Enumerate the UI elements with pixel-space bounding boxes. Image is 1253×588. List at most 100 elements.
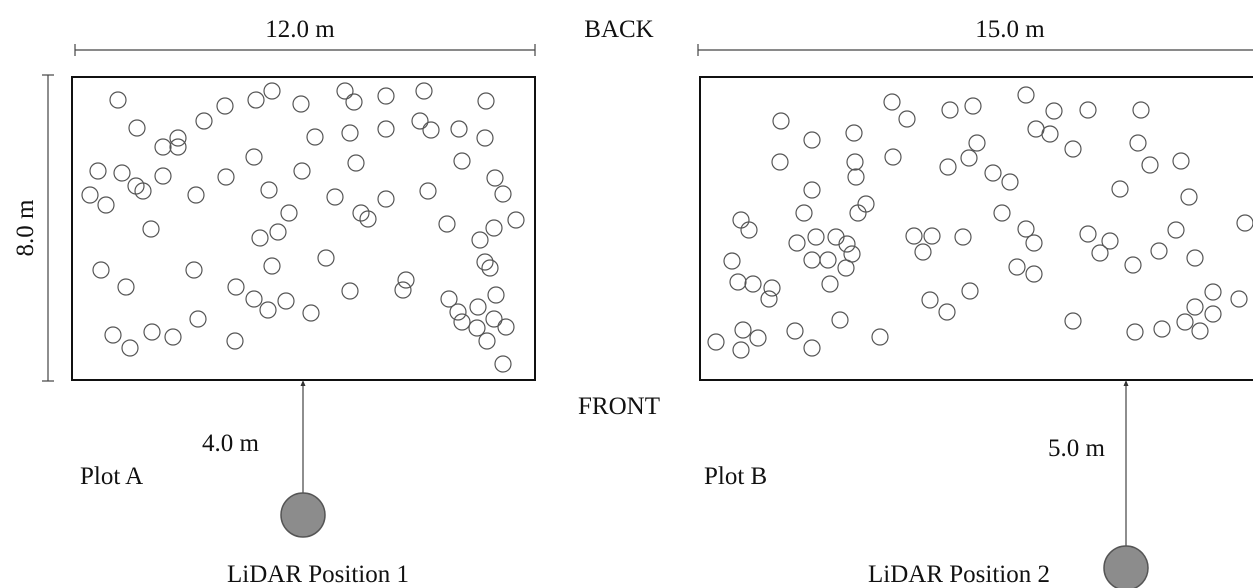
plot-b-tree-marker — [1025, 234, 1043, 252]
plot-a-tree-marker — [411, 112, 429, 130]
plot-b-tree-marker — [1153, 320, 1171, 338]
plot-b-tree-marker — [803, 251, 821, 269]
plot-b-tree-marker — [923, 227, 941, 245]
plot-b: 15.0 m 5.0 m Plot B LiDAR Position 2 — [697, 16, 1253, 588]
plot-a-tree-marker — [245, 148, 263, 166]
plot-a-tree-marker — [415, 82, 433, 100]
plot-b-tree-marker — [898, 110, 916, 128]
lidar-position-1-label: LiDAR Position 1 — [227, 561, 409, 588]
plot-b-tree-marker — [744, 275, 762, 293]
plot-b-tree-marker — [1126, 323, 1144, 341]
plot-a-tree-marker — [187, 186, 205, 204]
plot-b-tree-marker — [1045, 102, 1063, 120]
plot-b-tree-marker — [938, 303, 956, 321]
plot-a-tree-marker — [247, 91, 265, 109]
plot-a-tree-marker — [347, 154, 365, 172]
plot-b-tree-marker — [849, 204, 867, 222]
plot-b-tree-marker — [732, 341, 750, 359]
plot-a-name: Plot A — [80, 463, 143, 490]
plot-b-tree-marker — [941, 101, 959, 119]
plot-a-tree-marker — [468, 319, 486, 337]
plot-a-tree-marker — [345, 93, 363, 111]
plot-a-tree-marker — [336, 82, 354, 100]
plot-a-tree-marker — [269, 223, 287, 241]
plot-b-tree-marker — [732, 211, 750, 229]
plot-b-tree-marker — [740, 221, 758, 239]
plot-a-tree-marker — [142, 220, 160, 238]
plot-b-tree-marker — [1176, 313, 1194, 331]
plot-a-tree-marker — [81, 186, 99, 204]
plot-b-tree-marker — [1079, 225, 1097, 243]
plot-a-tree-marker — [109, 91, 127, 109]
plot-b-tree-marker — [1101, 232, 1119, 250]
plot-b-arrowhead-top — [1123, 380, 1129, 386]
plot-a-tree-marker — [478, 332, 496, 350]
plot-b-tree-marker — [788, 234, 806, 252]
plot-b-tree-marker — [1204, 305, 1222, 323]
plot-a-tree-marker — [216, 97, 234, 115]
plot-a-tree-marker — [497, 318, 515, 336]
plot-a-tree-marker — [113, 164, 131, 182]
plot-a-tree-marker — [477, 92, 495, 110]
plot-b-tree-marker — [984, 164, 1002, 182]
plot-a-tree-marker — [154, 138, 172, 156]
plot-a-tree-marker — [121, 339, 139, 357]
plot-b-tree-marker — [729, 273, 747, 291]
plot-b-tree-marker — [1064, 140, 1082, 158]
lidar-position-2-label: LiDAR Position 2 — [868, 561, 1050, 588]
plot-b-tree-marker — [1111, 180, 1129, 198]
lidar-position-1-marker — [280, 492, 326, 538]
plot-a-tree-marker — [419, 182, 437, 200]
plot-b-tree-marker — [1025, 265, 1043, 283]
front-label: FRONT — [578, 393, 660, 420]
plot-a-tree-marker — [259, 301, 277, 319]
plot-b-tree-marker — [1001, 173, 1019, 191]
plot-a-tree-marker — [128, 119, 146, 137]
plot-a-tree-marker — [317, 249, 335, 267]
plot-b-tree-marker — [1230, 290, 1248, 308]
plot-a-tree-marker — [507, 211, 525, 229]
plot-a-trees — [81, 82, 525, 373]
plot-a: 12.0 m 8.0 m 4.0 m Plot A LiDAR Position… — [12, 16, 536, 588]
plot-a-tree-marker — [326, 188, 344, 206]
plot-a-tree-marker — [341, 124, 359, 142]
plot-b-tree-marker — [1079, 101, 1097, 119]
plot-a-tree-marker — [471, 231, 489, 249]
plot-a-tree-marker — [154, 167, 172, 185]
plot-b-tree-marker — [1041, 125, 1059, 143]
plot-b-tree-marker — [807, 228, 825, 246]
plot-a-tree-marker — [377, 120, 395, 138]
plot-a-tree-marker — [476, 129, 494, 147]
plot-a-tree-marker — [169, 138, 187, 156]
plot-a-tree-marker — [449, 303, 467, 321]
plot-b-tree-marker — [846, 153, 864, 171]
plot-a-tree-marker — [245, 290, 263, 308]
plot-a-tree-marker — [486, 169, 504, 187]
plot-b-tree-marker — [1141, 156, 1159, 174]
plot-a-arrowhead-top — [300, 380, 306, 386]
plot-a-tree-marker — [481, 259, 499, 277]
plot-a-tree-marker — [377, 87, 395, 105]
plot-b-tree-marker — [763, 279, 781, 297]
plot-b-tree-marker — [803, 131, 821, 149]
plot-a-tree-marker — [453, 313, 471, 331]
plot-a-tree-marker — [277, 292, 295, 310]
plot-a-distance-label: 4.0 m — [202, 430, 260, 457]
plot-b-tree-marker — [838, 235, 856, 253]
plot-a-tree-marker — [89, 162, 107, 180]
plot-a-tree-marker — [164, 328, 182, 346]
plot-a-frame — [71, 76, 536, 381]
plot-b-tree-marker — [772, 112, 790, 130]
plot-a-tree-marker — [134, 182, 152, 200]
plot-a-tree-marker — [352, 204, 370, 222]
plot-b-tree-marker — [1204, 283, 1222, 301]
plot-a-tree-marker — [494, 185, 512, 203]
plot-a-tree-marker — [394, 281, 412, 299]
plot-a-tree-marker — [226, 332, 244, 350]
plot-b-tree-marker — [845, 124, 863, 142]
plot-a-tree-marker — [485, 310, 503, 328]
plot-a-tree-marker — [476, 253, 494, 271]
plot-b-tree-marker — [884, 148, 902, 166]
plot-a-tree-marker — [92, 261, 110, 279]
plot-b-tree-marker — [961, 282, 979, 300]
